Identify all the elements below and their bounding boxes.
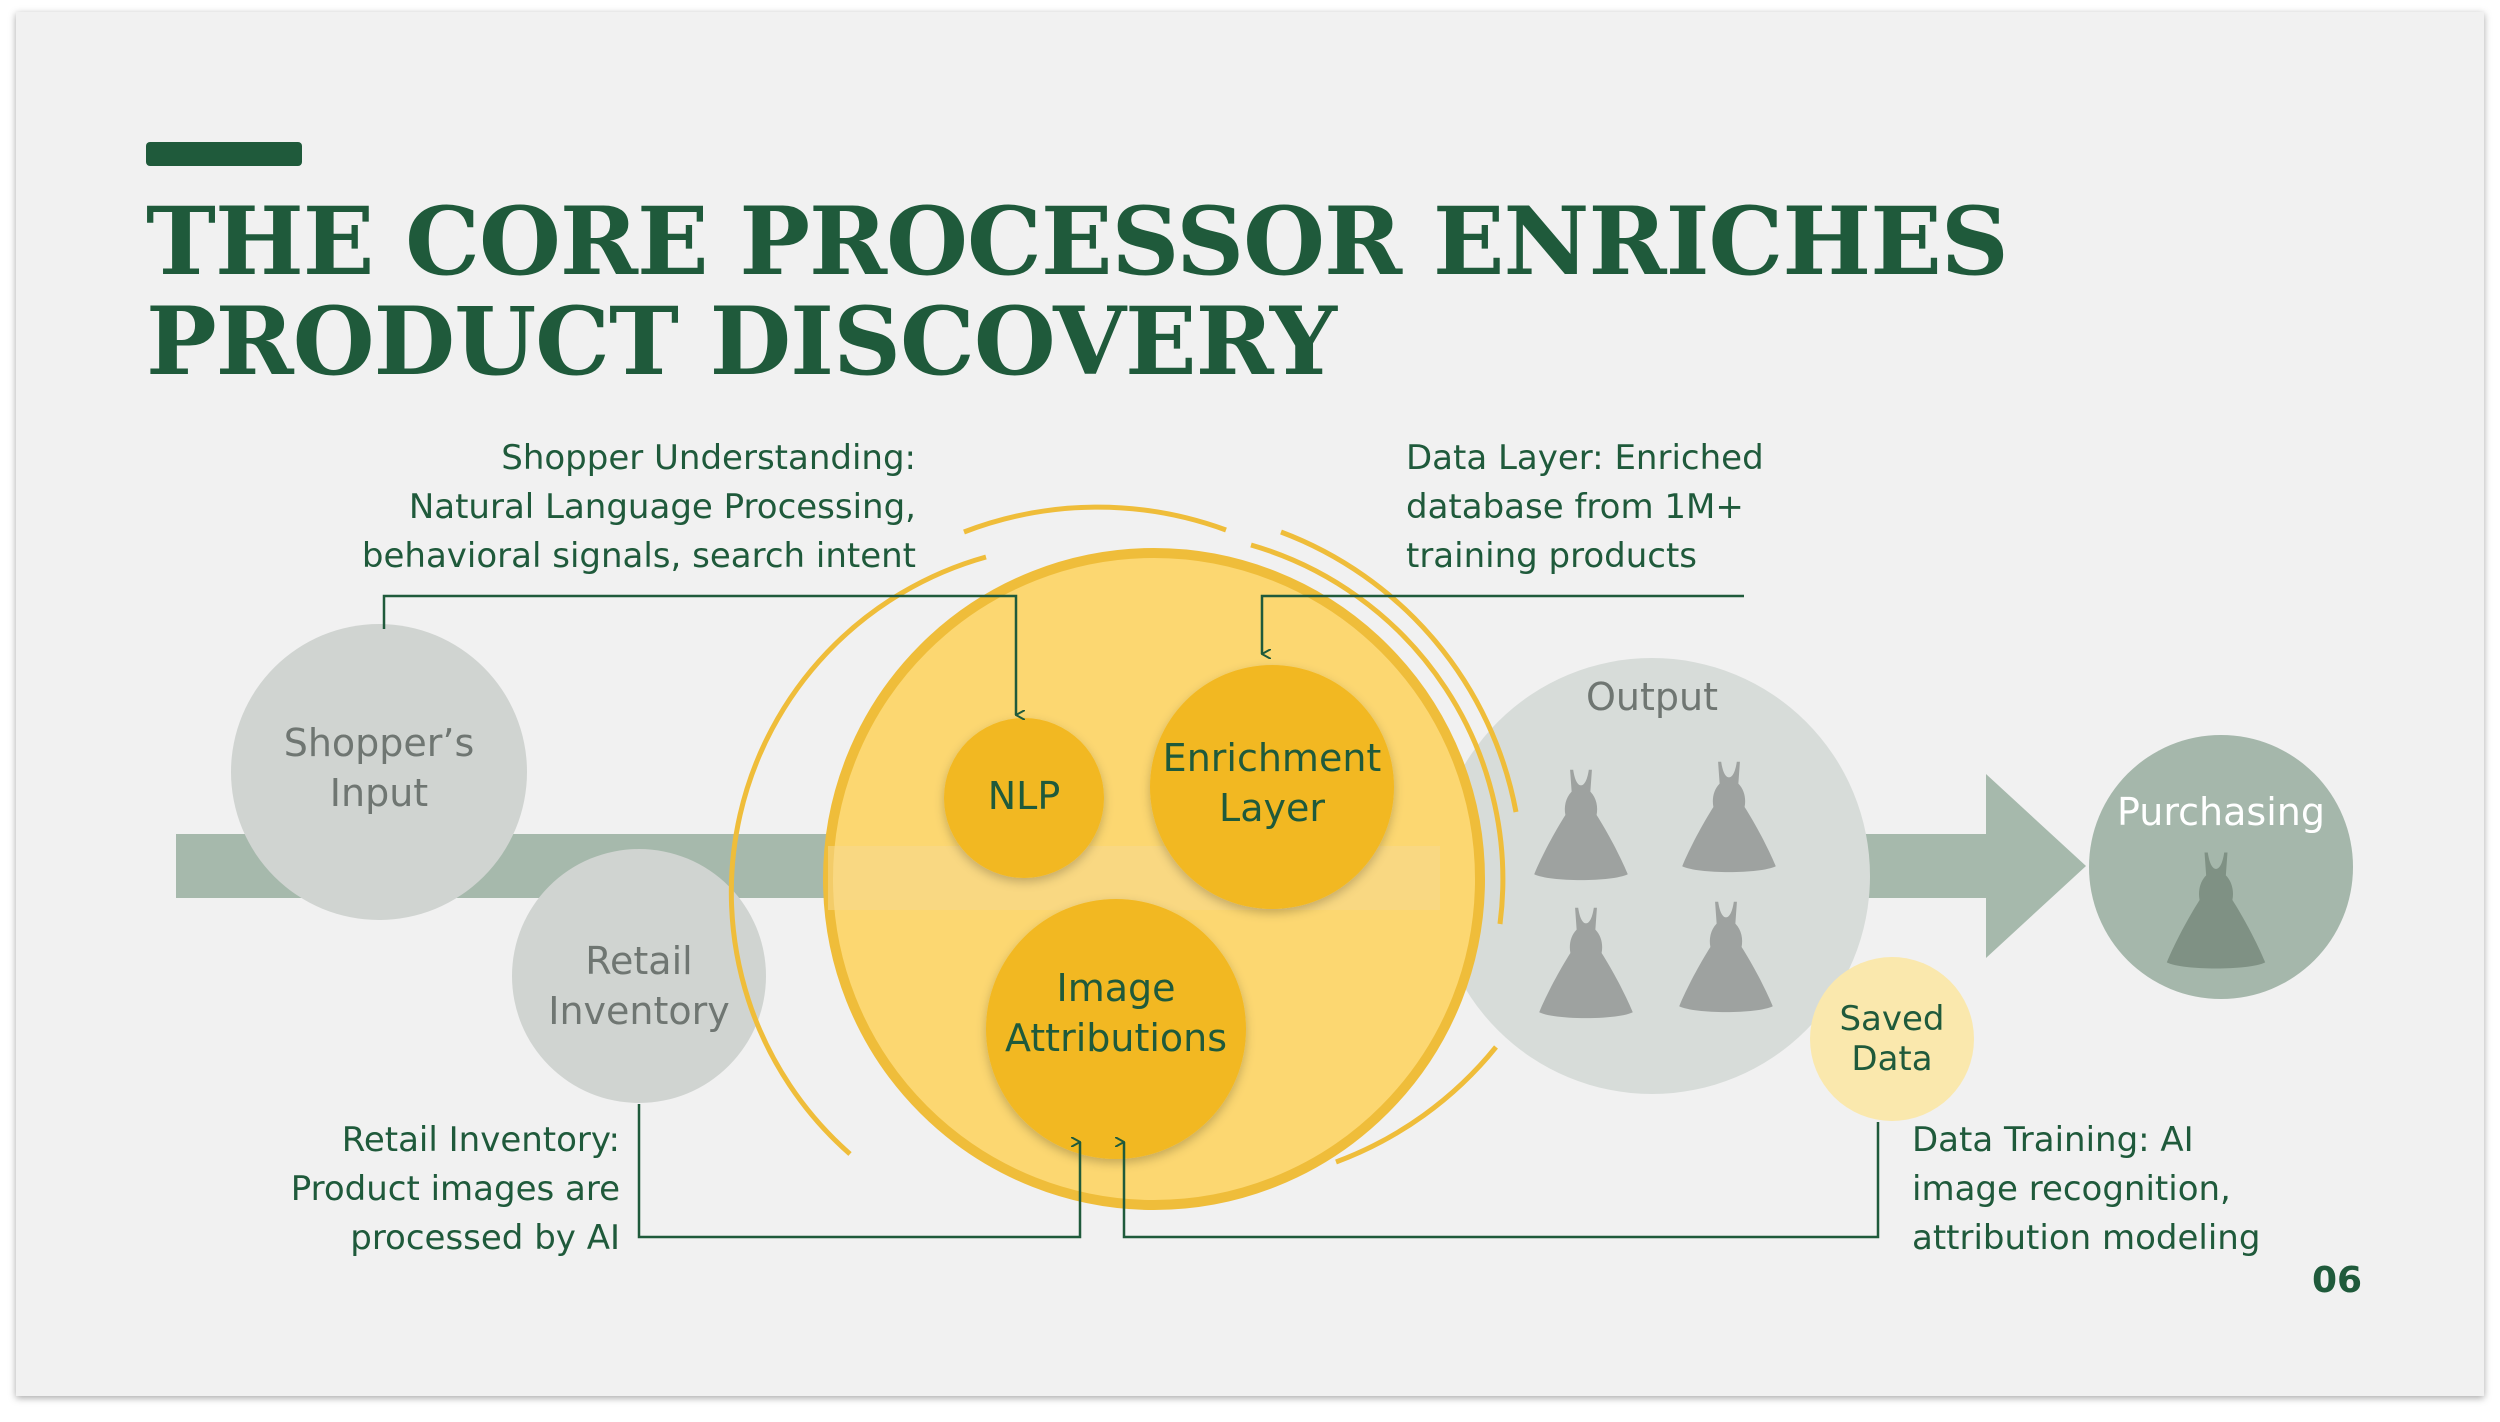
datalayer-to-enrichment-connector <box>1260 594 1744 654</box>
shoppers-input-node <box>231 624 527 920</box>
node-label-line: Retail <box>585 939 693 983</box>
data-training-annotation: Data Training: AI image recognition, att… <box>1912 1116 2260 1263</box>
enrichment-layer-label: Enrichment Layer <box>1163 733 1382 833</box>
annotation-line: processed by AI <box>350 1218 620 1258</box>
saved-data-label: Saved Data <box>1839 999 1944 1079</box>
node-label-line: Purchasing <box>2117 790 2325 834</box>
node-label-line: Input <box>329 771 429 815</box>
node-label-line: NLP <box>987 774 1061 818</box>
purchasing-node <box>2089 735 2353 999</box>
retail-inventory-node <box>512 849 766 1103</box>
annotation-line: Natural Language Processing, <box>408 487 916 527</box>
page-title-line: PRODUCT DISCOVERY <box>146 287 1337 397</box>
core-ring-arc <box>963 504 1227 535</box>
core-ring-arc <box>1250 542 1506 925</box>
shopper-to-nlp-connector <box>382 594 1016 715</box>
node-label-line: Enrichment <box>1162 736 1382 780</box>
title-accent-bar <box>146 142 302 166</box>
node-label-line: Image <box>1056 966 1176 1010</box>
node-label-line: Attributions <box>1004 1016 1228 1060</box>
retail-inventory-annotation: Retail Inventory: Product images are pro… <box>291 1116 620 1263</box>
saved-data-node <box>1810 957 1974 1121</box>
nlp-label: NLP <box>988 771 1061 821</box>
core-ring-arc <box>728 554 987 1156</box>
output-node <box>1434 658 1870 1094</box>
data-layer-annotation: Data Layer: Enriched database from 1M+ t… <box>1406 434 1764 581</box>
slide: THE CORE PROCESSOR ENRICHES PRODUCT DISC… <box>16 12 2484 1396</box>
flow-arrow-shaft-right <box>1876 834 2006 898</box>
purchasing-label: Purchasing <box>2117 787 2325 837</box>
saved-to-attributions-connector <box>1124 1122 1880 1239</box>
page-number: 06 <box>2312 1260 2363 1301</box>
page-title-line: THE CORE PROCESSOR ENRICHES <box>146 187 2009 297</box>
annotation-line: Retail Inventory: <box>341 1120 620 1160</box>
flow-arrow-head <box>1986 774 2086 958</box>
inventory-to-attributions-connector <box>637 1104 1082 1239</box>
annotation-line: database from 1M+ <box>1406 487 1744 527</box>
annotation-line: Data Training: AI <box>1912 1120 2194 1160</box>
annotation-line: behavioral signals, search intent <box>361 536 916 576</box>
retail-inventory-label: Retail Inventory <box>548 936 730 1036</box>
shopper-understanding-annotation: Shopper Understanding: Natural Language … <box>362 434 916 581</box>
shoppers-input-label: Shopper’s Input <box>284 718 475 818</box>
image-attributions-node <box>986 899 1246 1159</box>
node-label-line: Data <box>1851 1039 1933 1079</box>
core-processor-diagram <box>176 504 2353 1239</box>
output-label: Output <box>1586 672 1718 722</box>
annotation-line: attribution modeling <box>1912 1218 2261 1258</box>
annotation-line: Product images are <box>290 1169 620 1209</box>
page-title: THE CORE PROCESSOR ENRICHES PRODUCT DISC… <box>146 187 2009 397</box>
core-ring-arc <box>1280 529 1519 813</box>
enrichment-layer-node <box>1150 665 1394 909</box>
node-label-line: Layer <box>1219 786 1325 830</box>
node-label-line: Output <box>1586 675 1718 719</box>
node-label-line: Inventory <box>548 989 730 1033</box>
node-label-line: Saved <box>1839 999 1945 1039</box>
connector-lines <box>382 594 1880 1239</box>
annotation-line: image recognition, <box>1912 1169 2231 1209</box>
annotation-line: training products <box>1406 536 1698 576</box>
image-attributions-label: Image Attributions <box>1005 963 1227 1063</box>
core-ring-arc <box>1335 1045 1498 1165</box>
annotation-line: Shopper Understanding: <box>501 438 916 478</box>
annotation-line: Data Layer: Enriched <box>1406 438 1764 478</box>
nlp-node <box>944 718 1104 878</box>
node-label-line: Shopper’s <box>283 721 475 765</box>
